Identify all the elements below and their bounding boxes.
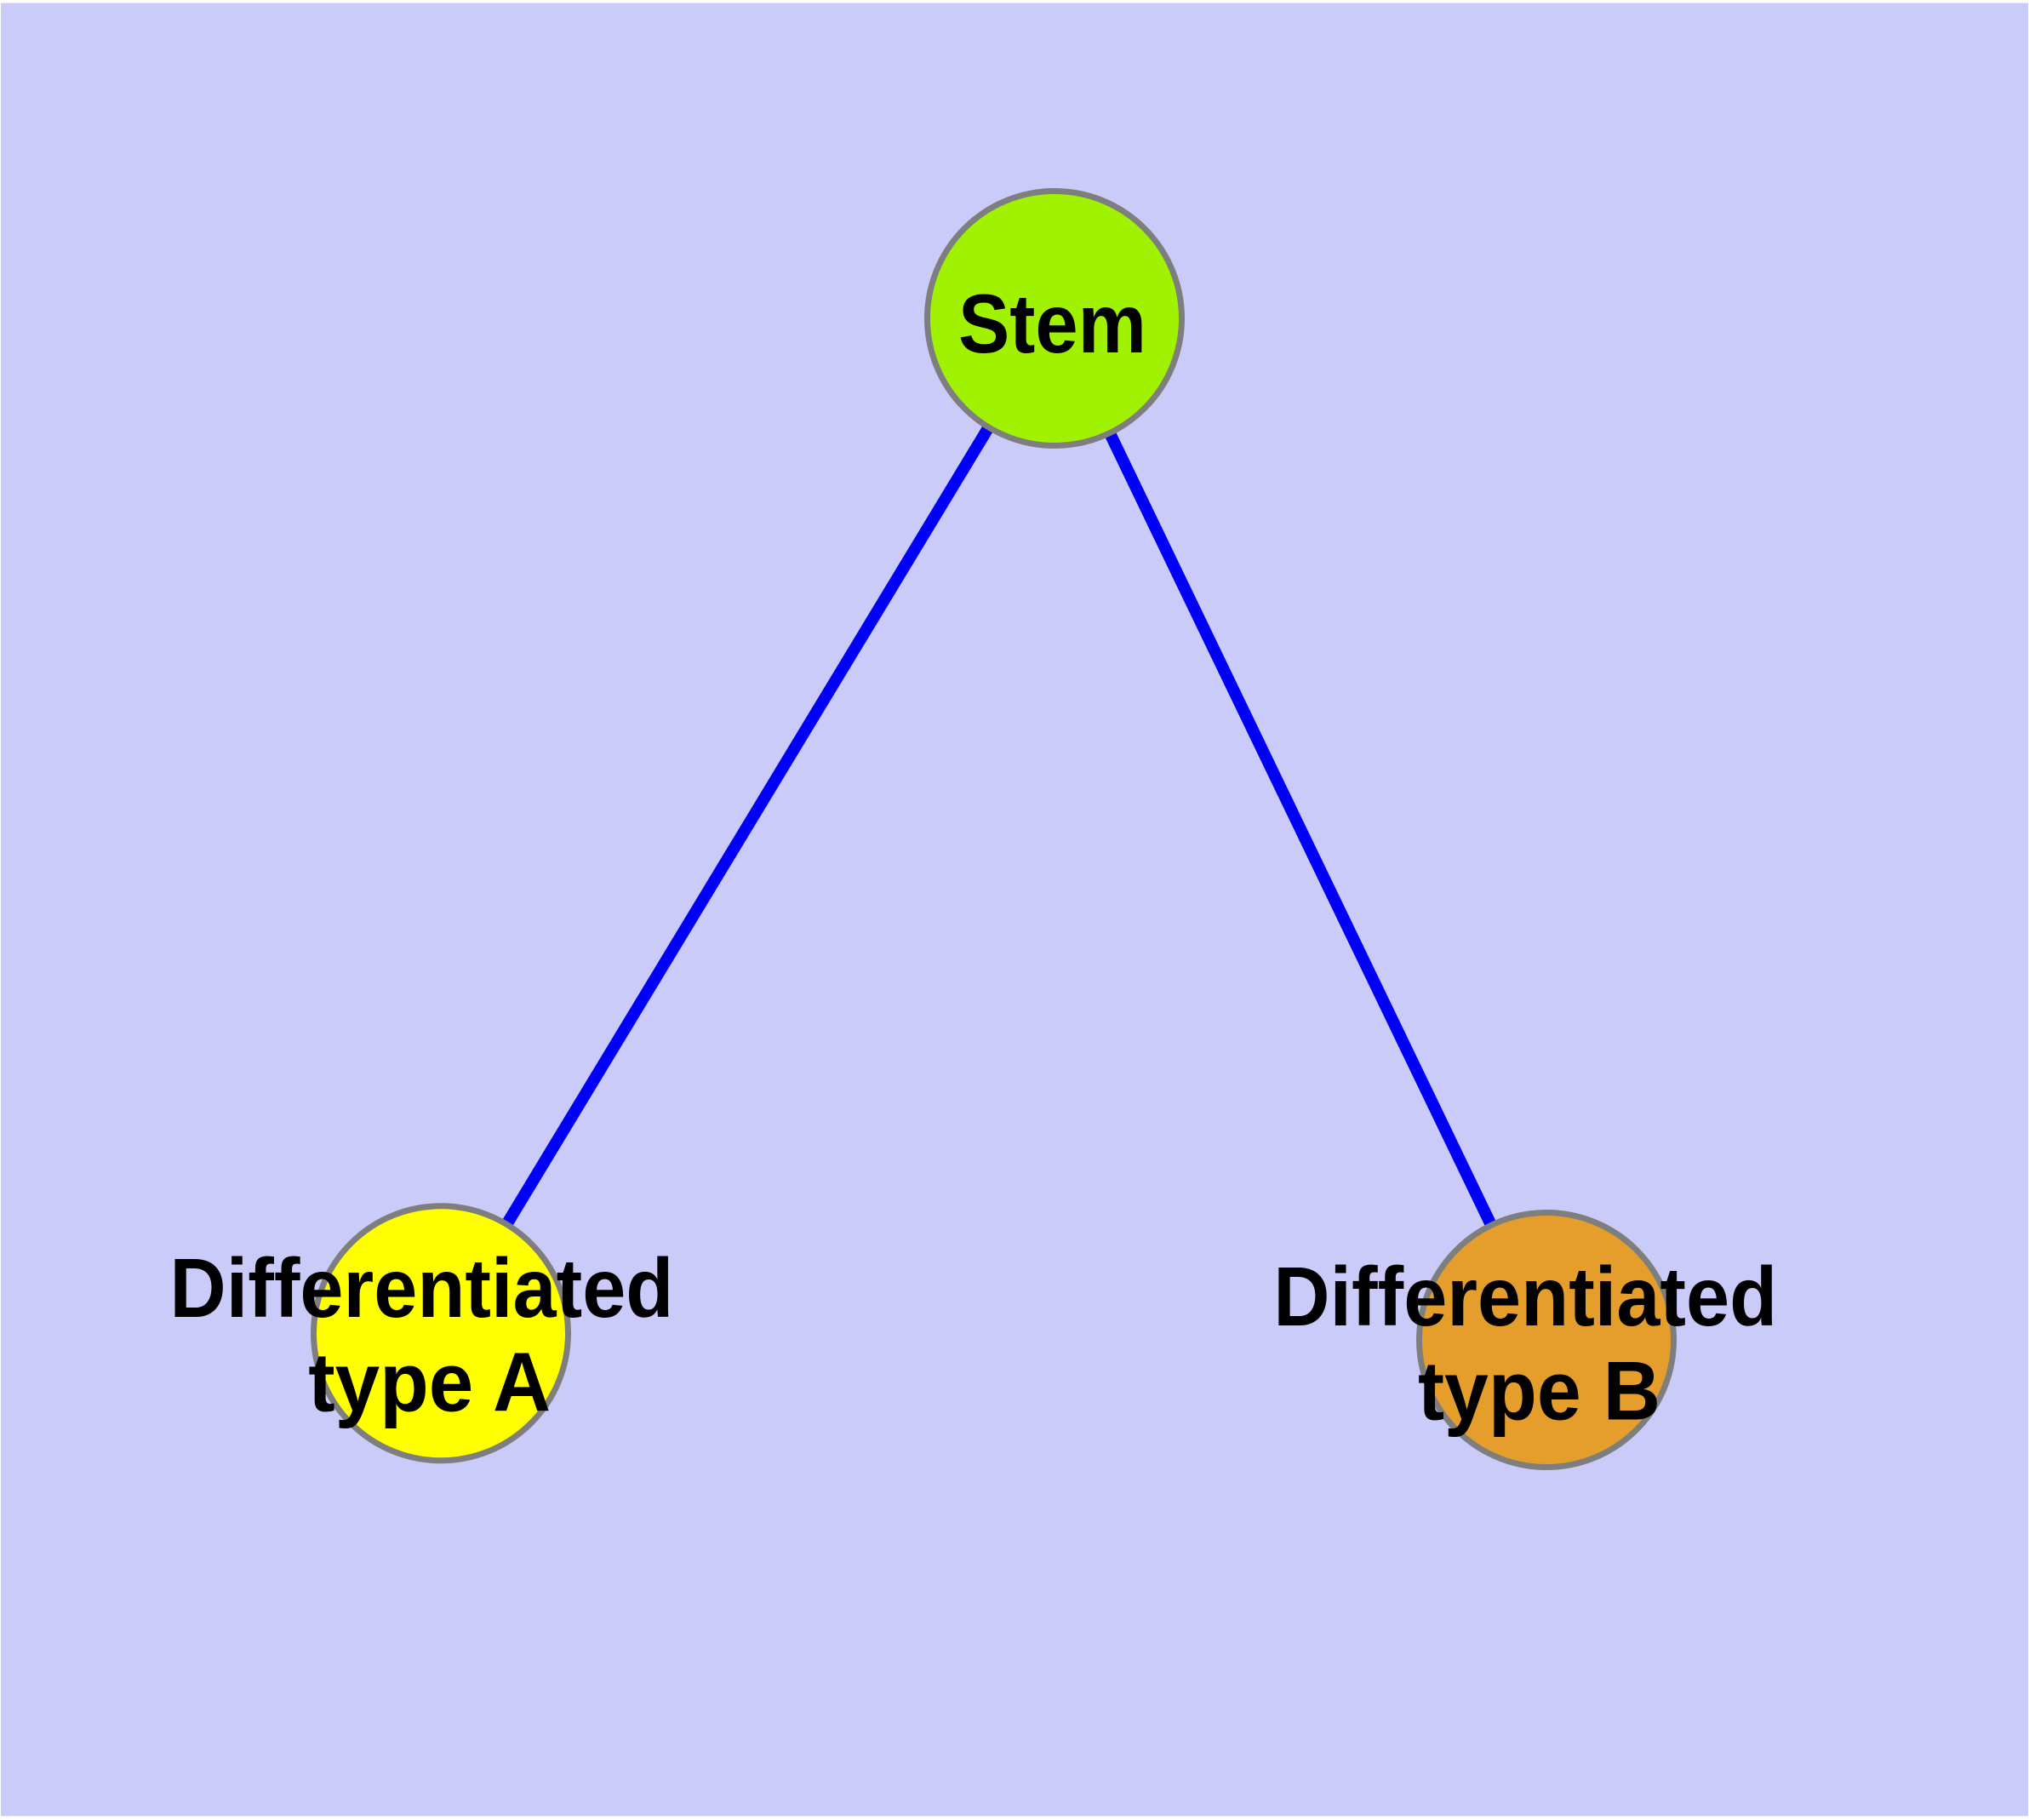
svg-text:Differentiated: Differentiated [169,1241,673,1335]
svg-text:Differentiated: Differentiated [1273,1250,1777,1343]
svg-text:Stem: Stem [958,277,1146,370]
svg-text:type B: type B [1418,1343,1660,1437]
svg-text:type A: type A [308,1335,551,1428]
